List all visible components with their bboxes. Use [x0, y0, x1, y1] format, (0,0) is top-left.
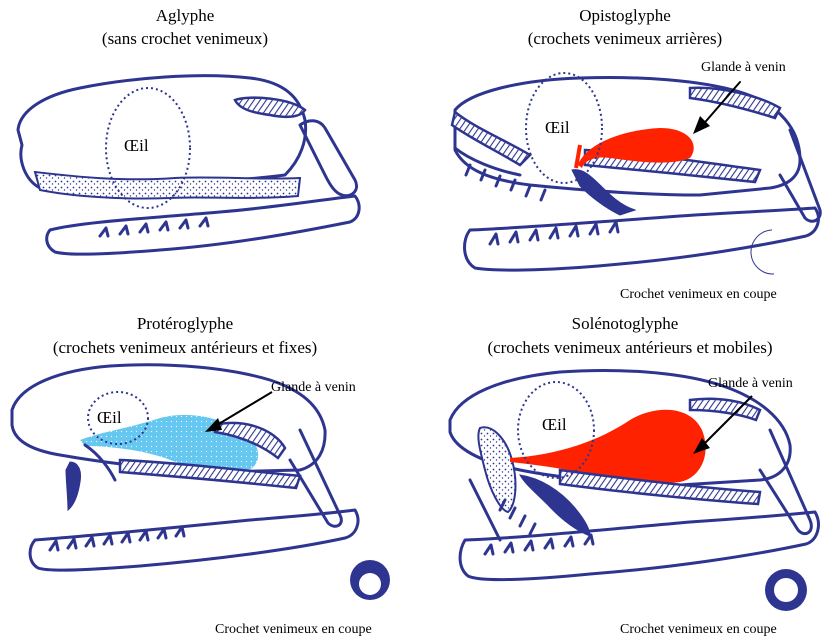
- opistoglyphe-fang-section-label: Crochet venimeux en coupe: [620, 287, 777, 303]
- solenoglyphe-eye-label: Œil: [542, 415, 567, 435]
- proteroglyphe-skull: [12, 365, 390, 600]
- opistoglyphe-fang-section: [751, 230, 774, 274]
- solenoglyphe-title: Solénotoglyphe: [440, 314, 810, 334]
- aglyphe-title: Aglyphe: [0, 6, 370, 26]
- solenoglyphe-fang-section-label: Crochet venimeux en coupe: [620, 622, 777, 638]
- aglyphe-eye-label: Œil: [124, 136, 149, 156]
- opistoglyphe-title: Opistoglyphe: [440, 6, 810, 26]
- proteroglyphe-title: Protéroglyphe: [0, 314, 370, 334]
- aglyphe-skull: [18, 76, 359, 255]
- opistoglyphe-gland-label: Glande à venin: [701, 60, 786, 76]
- solenoglyphe-subtitle: (crochets venimeux antérieurs et mobiles…: [440, 338, 820, 358]
- proteroglyphe-eye-label: Œil: [97, 408, 122, 428]
- opistoglyphe-eye-label: Œil: [545, 118, 570, 138]
- proteroglyphe-gland-label: Glande à venin: [271, 380, 356, 396]
- opistoglyphe-subtitle: (crochets venimeux arrières): [440, 29, 810, 49]
- proteroglyphe-subtitle: (crochets venimeux antérieurs et fixes): [0, 338, 370, 358]
- opistoglyphe-skull: [452, 73, 820, 274]
- proteroglyphe-fang-section-label: Crochet venimeux en coupe: [215, 622, 372, 638]
- aglyphe-subtitle: (sans crochet venimeux): [0, 29, 370, 49]
- solenoglyphe-skull: [450, 371, 818, 611]
- solenoglyphe-gland-label: Glande à venin: [708, 376, 793, 392]
